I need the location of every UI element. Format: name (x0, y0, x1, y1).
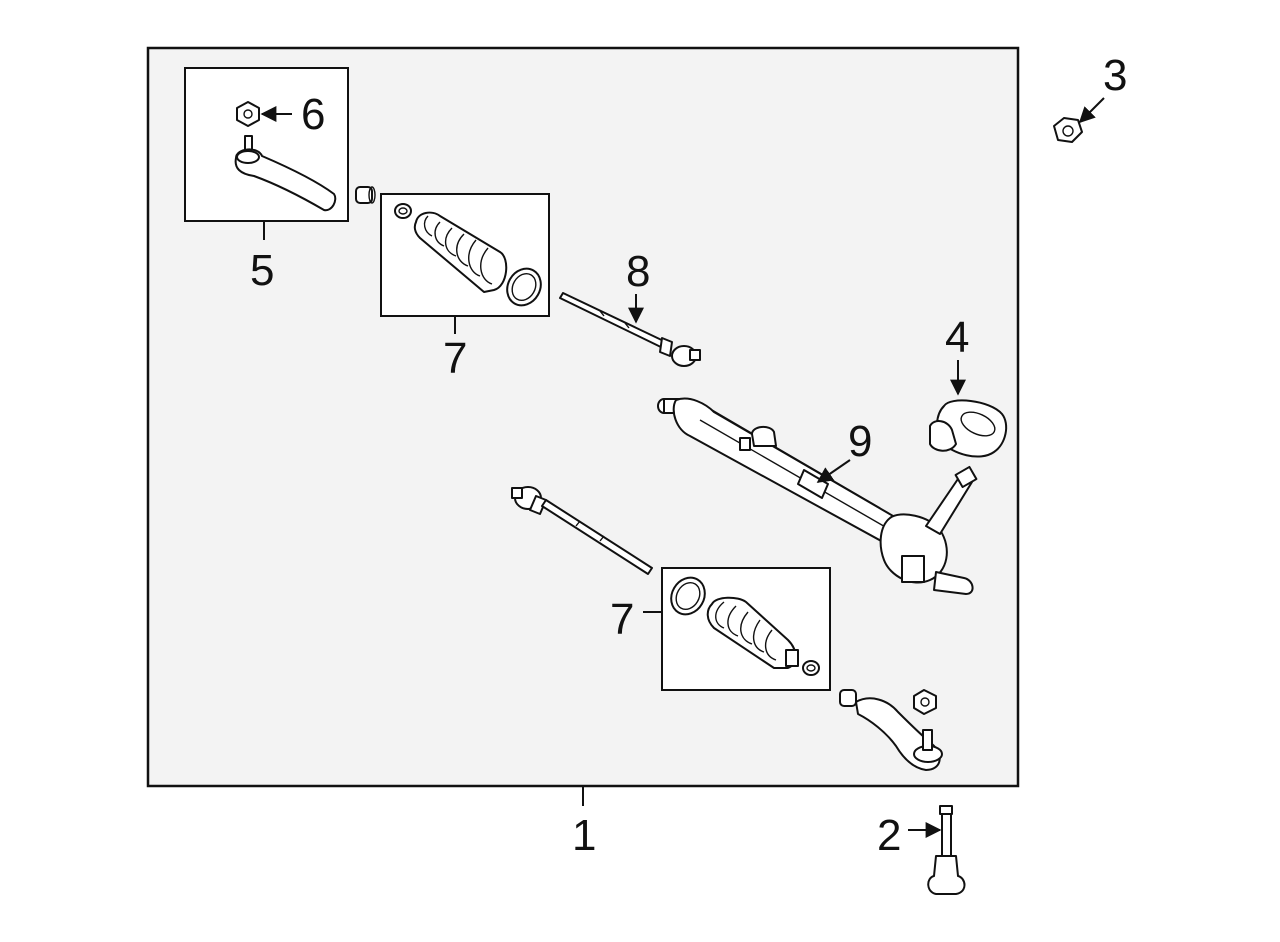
lock-nut-part[interactable] (236, 101, 260, 127)
callout-5: 5 (250, 246, 274, 295)
callout-7-lower: 7 (610, 595, 634, 644)
nut-part[interactable] (1053, 117, 1083, 143)
callout-3: 3 (1103, 51, 1127, 100)
inner-tie-rod-upper-part[interactable] (559, 292, 701, 367)
callout-6: 6 (301, 90, 325, 139)
boot-kit-upper-box[interactable] (380, 193, 550, 317)
callout-1: 1 (572, 811, 596, 860)
rack-and-pinion-housing-part[interactable] (657, 397, 978, 595)
tie-rod-end-part[interactable] (234, 135, 337, 212)
rack-boot-part[interactable] (413, 211, 508, 293)
dust-cover-part[interactable] (929, 399, 1008, 458)
outer-tie-rod-end-lower-part[interactable] (839, 689, 943, 771)
inner-tie-rod-lower-part[interactable] (511, 486, 653, 575)
leader-3 (1078, 97, 1105, 124)
outer-tie-rod-end-box[interactable] (184, 67, 349, 222)
callout-8: 8 (626, 247, 650, 296)
boot-kit-lower-box[interactable] (661, 567, 831, 691)
callout-7-upper: 7 (443, 334, 467, 383)
leader-9 (816, 459, 851, 483)
bushing-part[interactable] (355, 186, 376, 204)
bolt-part[interactable] (927, 805, 966, 895)
callout-9: 9 (848, 417, 872, 466)
callout-2: 2 (877, 811, 901, 860)
callout-4: 4 (945, 313, 969, 362)
rack-boot-lower-part[interactable] (706, 596, 799, 669)
